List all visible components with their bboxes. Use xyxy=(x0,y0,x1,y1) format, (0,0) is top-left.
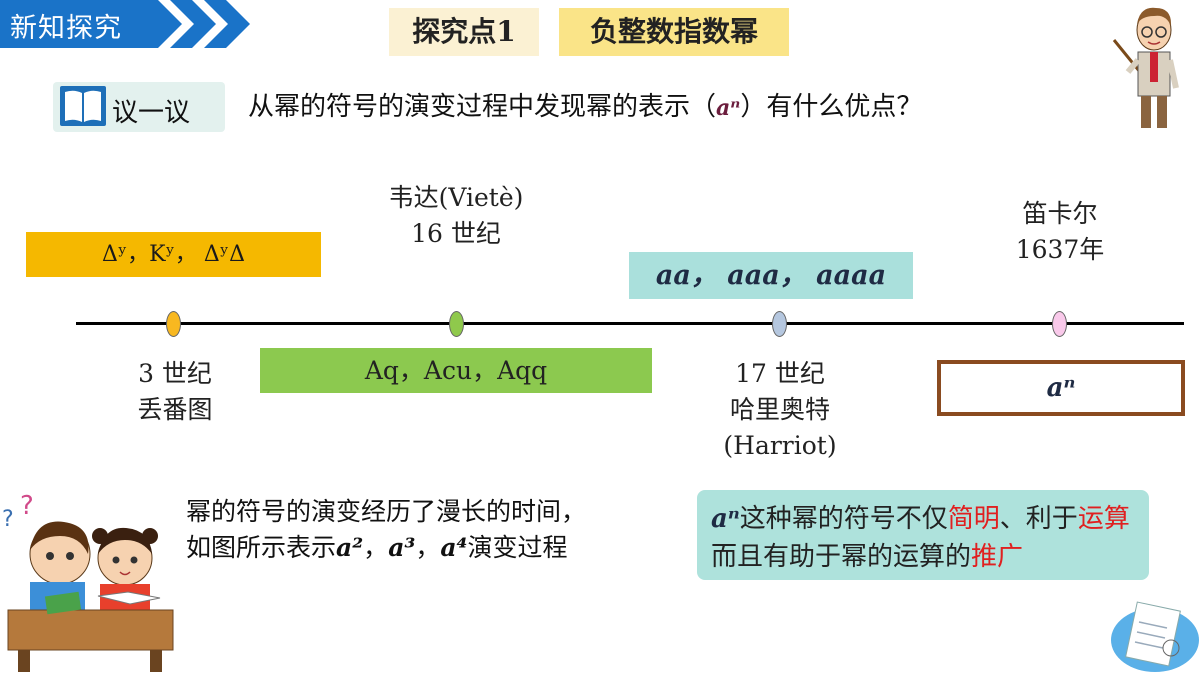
event-person: 笛卡尔 xyxy=(1022,199,1098,228)
event-person: 韦达(Vietè) xyxy=(388,183,524,212)
notation-box-descartes: aⁿ xyxy=(937,360,1185,416)
event-person-latin: (Harriot) xyxy=(723,431,837,460)
section-title: 新知探究 xyxy=(10,13,122,44)
event-label-diophantus: 3 世纪 丢番图 xyxy=(100,356,250,428)
timeline-marker-17th-century xyxy=(772,311,787,337)
notation-harriot: aa， aaa， aaaa xyxy=(655,260,887,291)
event-era: 16 世纪 xyxy=(411,219,501,248)
stationery-decoration xyxy=(1111,601,1199,672)
timeline-axis xyxy=(76,322,1184,325)
event-era: 17 世纪 xyxy=(735,359,825,388)
event-era: 3 世纪 xyxy=(138,359,212,388)
description-line-2: 如图所示表示a²，a³，a⁴演变过程 xyxy=(186,530,586,566)
conclusion-text: aⁿ这种幂的符号不仅简明、利于运算而且有助于幂的运算的推广 xyxy=(711,500,1151,576)
discuss-label: 议一议 xyxy=(112,98,191,128)
question-power-symbol: aⁿ xyxy=(716,95,741,121)
topic-point-tag: 探究点1 xyxy=(389,8,539,56)
teacher-illustration xyxy=(1112,7,1179,128)
event-person: 哈里奥特 xyxy=(729,395,830,424)
evolution-description: 幂的符号的演变经历了漫长的时间， 如图所示表示a²，a³，a⁴演变过程 xyxy=(186,494,586,566)
note-text: 这种幂的符号不仅 xyxy=(739,504,948,534)
topic-title-tag: 负整数指数幂 xyxy=(559,8,789,56)
svg-text:?: ? xyxy=(2,507,14,532)
event-person: 丢番图 xyxy=(137,395,213,424)
description-text: 如图所示表示 xyxy=(186,533,337,562)
event-label-harriot: 17 世纪 哈里奥特 (Harriot) xyxy=(690,356,870,464)
notation-box-diophantus: Δʸ，Kʸ， ΔʸΔ xyxy=(26,232,321,277)
svg-text:?: ? xyxy=(20,492,34,521)
highlight-operation: 运算 xyxy=(1077,504,1130,534)
discuss-question: 从幂的符号的演变过程中发现幂的表示（aⁿ）有什么优点？ xyxy=(248,86,922,123)
students-illustration: ? ? xyxy=(2,492,174,672)
description-line-1: 幂的符号的演变经历了漫长的时间， xyxy=(186,497,587,526)
notation-box-viete: Aq，Acu，Aqq xyxy=(260,348,652,393)
question-text-end: ）有什么优点？ xyxy=(740,92,923,122)
section-banner xyxy=(0,0,250,48)
notation-diophantus: Δʸ，Kʸ， ΔʸΔ xyxy=(101,242,246,267)
power-an: aⁿ xyxy=(711,504,740,534)
event-label-descartes: 笛卡尔 1637年 xyxy=(985,196,1135,268)
question-text-start: 从幂的符号的演变过程中发现幂的表示（ xyxy=(248,92,717,122)
power-a3: a³ xyxy=(388,533,416,562)
description-text: 演变过程 xyxy=(467,533,568,562)
timeline-marker-1637 xyxy=(1052,311,1067,337)
highlight-generalization: 推广 xyxy=(971,542,1024,572)
power-a2: a² xyxy=(336,533,364,562)
separator: ， xyxy=(415,533,441,562)
open-book-icon xyxy=(60,86,106,126)
note-text: 而且有助于幂的运算的 xyxy=(711,542,972,572)
notation-box-harriot: aa， aaa， aaaa xyxy=(629,252,913,299)
timeline-marker-16th-century xyxy=(449,311,464,337)
notation-descartes: aⁿ xyxy=(1046,373,1076,403)
conclusion-box xyxy=(697,490,1149,580)
notation-viete: Aq，Acu，Aqq xyxy=(364,356,548,385)
event-era: 1637年 xyxy=(1015,235,1105,264)
event-label-viete: 韦达(Vietè) 16 世纪 xyxy=(356,180,556,252)
note-text: 、利于 xyxy=(999,504,1078,534)
highlight-concise: 简明 xyxy=(947,504,1000,534)
power-a4: a⁴ xyxy=(440,533,468,562)
timeline-marker-3rd-century xyxy=(166,311,181,337)
separator: ， xyxy=(363,533,389,562)
